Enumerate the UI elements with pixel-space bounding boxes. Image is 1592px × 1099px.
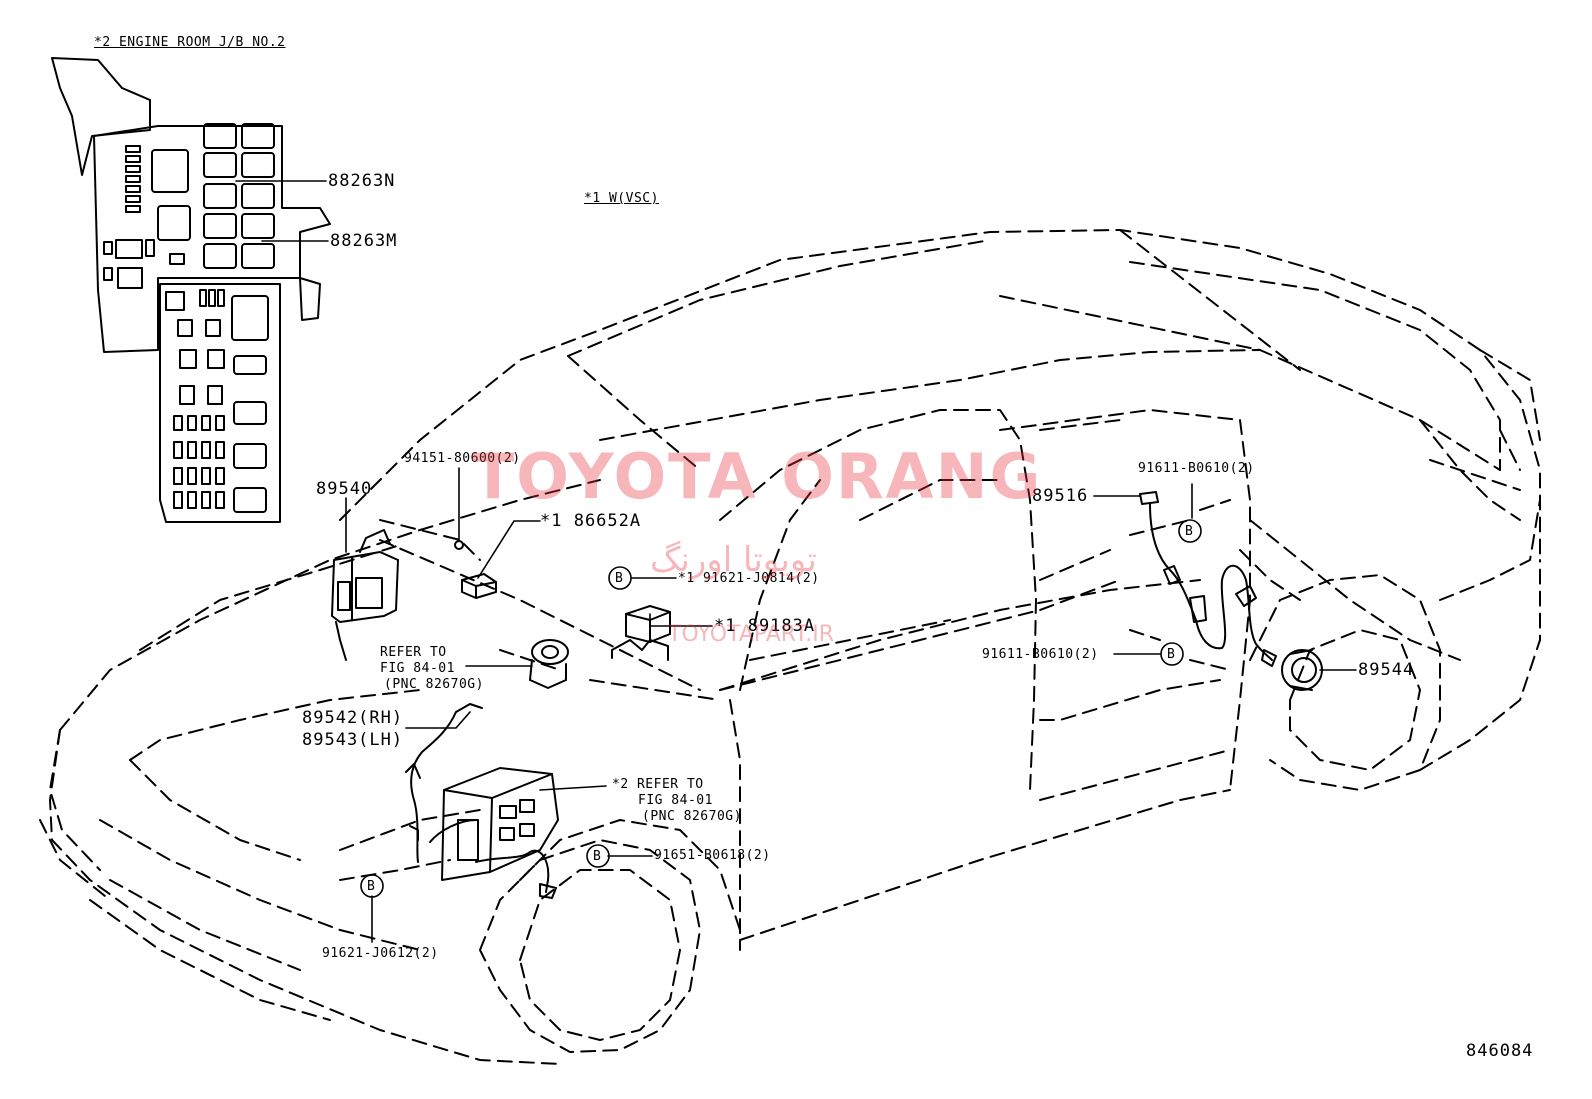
part-94151[interactable]: 94151-80600(2) <box>404 451 521 466</box>
vehicle-outline <box>39 229 1541 1065</box>
part-89516[interactable]: 89516 <box>1032 486 1089 506</box>
note-vsc: *1 W(VSC) <box>584 191 659 206</box>
watermark-persian: تویوتا اورنگ <box>650 540 817 580</box>
refer-fig-84-01-a-line3[interactable]: (PNC 82670G) <box>384 677 484 692</box>
b-marker-label: B <box>367 879 376 894</box>
part-88263n[interactable]: 88263N <box>328 171 396 191</box>
part-86652a[interactable]: *1 86652A <box>540 511 642 531</box>
part-89540[interactable]: 89540 <box>316 479 373 499</box>
b-marker-label: B <box>615 571 624 586</box>
b-marker-label: B <box>1167 647 1176 662</box>
part-91651-b0618[interactable]: 91651-B0618(2) <box>654 848 771 863</box>
b-marker-label: B <box>593 849 602 864</box>
component-drawings <box>331 491 1323 899</box>
watermark-toyota-orang: TOYOTA ORANG <box>472 440 1043 513</box>
part-89544[interactable]: 89544 <box>1358 660 1415 680</box>
part-91621-j0612[interactable]: 91621-J0612(2) <box>322 946 439 961</box>
watermark-url: TOYOTAPART.IR <box>668 622 835 647</box>
part-91611-b0610-upper[interactable]: 91611-B0610(2) <box>1138 461 1255 476</box>
leader-lines <box>235 180 1357 943</box>
part-89542-rh[interactable]: 89542(RH) <box>302 708 404 728</box>
junction-block-drawing <box>51 57 331 523</box>
refer-fig-84-01-a-line1[interactable]: REFER TO <box>380 645 447 660</box>
part-89183a[interactable]: *1 89183A <box>714 616 816 636</box>
part-91611-b0610-lower[interactable]: 91611-B0610(2) <box>982 647 1099 662</box>
figure-number: 846084 <box>1466 1041 1534 1061</box>
note-engine-room-jb: *2 ENGINE ROOM J/B NO.2 <box>94 35 286 50</box>
refer-fig-84-01-b-line1[interactable]: *2 REFER TO <box>612 777 704 792</box>
part-89543-lh[interactable]: 89543(LH) <box>302 730 404 750</box>
refer-fig-84-01-a-line2[interactable]: FIG 84-01 <box>380 661 455 676</box>
refer-fig-84-01-b-line2[interactable]: FIG 84-01 <box>638 793 713 808</box>
part-88263m[interactable]: 88263M <box>330 231 398 251</box>
refer-fig-84-01-b-line3[interactable]: (PNC 82670G) <box>642 809 742 824</box>
part-91621-j0814[interactable]: *1 91621-J0814(2) <box>678 571 820 586</box>
b-marker-circles <box>360 519 1202 898</box>
b-marker-label: B <box>1185 524 1194 539</box>
